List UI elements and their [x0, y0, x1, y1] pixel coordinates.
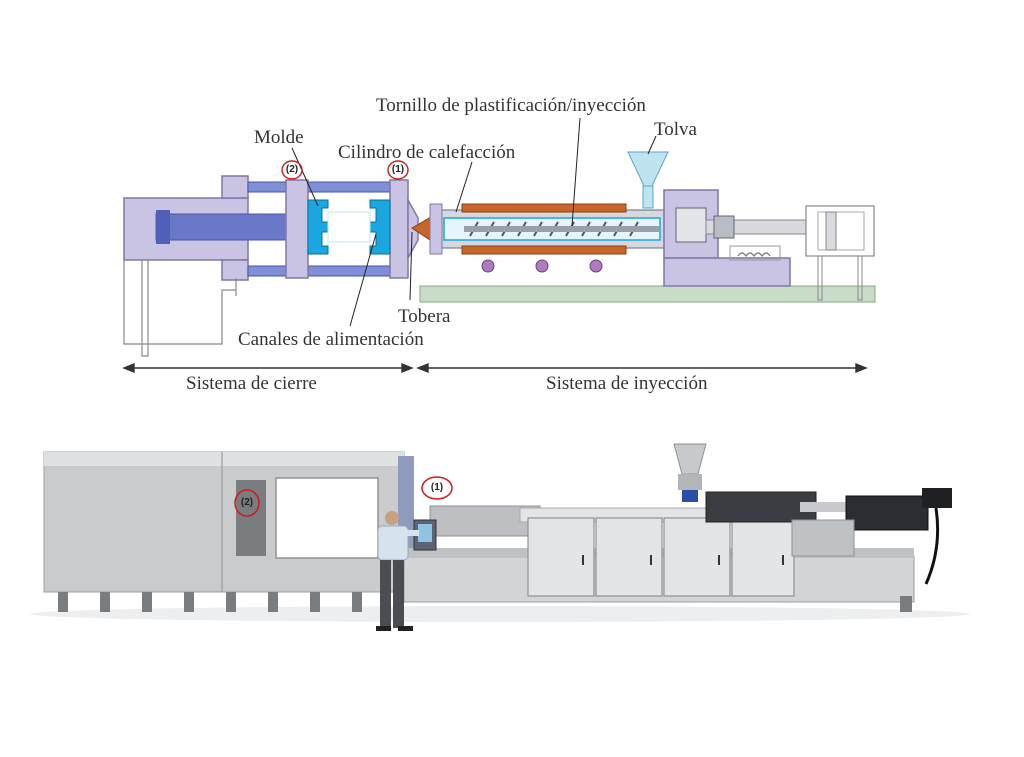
leader-hopper — [647, 135, 657, 155]
photo-marker-2: (2) — [240, 497, 254, 508]
hopper — [627, 151, 669, 187]
mold-half-moving — [307, 199, 329, 255]
clamp-cylinder-cap — [221, 175, 249, 199]
injection-base-rail — [419, 285, 876, 303]
screw-shaft — [464, 226, 660, 232]
photo-motor-end — [922, 488, 952, 508]
barrel-flange — [429, 203, 443, 255]
hopper-throat — [642, 185, 654, 209]
floor-shadow — [30, 606, 970, 622]
clamp-piston-rod — [155, 213, 287, 241]
label-heating-cylinder: Cilindro de calefacción — [338, 142, 516, 163]
drive-spring — [737, 252, 771, 258]
machine-feet — [58, 592, 362, 612]
label-runners: Canales de alimentación — [238, 329, 424, 350]
photo-hopper — [673, 443, 707, 475]
photo-marker-1-circle — [421, 476, 453, 500]
label-hopper: Tolva — [654, 119, 697, 140]
label-nozzle: Tobera — [398, 306, 451, 327]
leader-screw — [571, 117, 581, 227]
spring-box — [729, 245, 781, 261]
safety-window — [275, 477, 379, 559]
clamp-piston-head — [156, 210, 170, 244]
leader-runners — [349, 233, 377, 327]
clamp-cylinder-bottom — [221, 259, 249, 281]
heater-band-top — [461, 203, 627, 213]
photo-motor — [845, 495, 929, 531]
schematic-marker-1: (1) — [391, 164, 405, 175]
schematic-marker-2: (2) — [285, 164, 299, 175]
injection-cylinder — [805, 205, 875, 257]
injection-piston — [825, 211, 837, 251]
base-foot-right — [900, 596, 912, 612]
operator-figure — [376, 511, 419, 631]
tie-bar-bottom — [247, 265, 409, 277]
label-clamping-system: Sistema de cierre — [186, 373, 317, 394]
heater-terminals — [481, 259, 603, 273]
drive-pedestal — [663, 257, 791, 287]
leader-heating — [455, 161, 473, 213]
heater-band-bottom — [461, 245, 627, 255]
control-screen — [418, 524, 432, 542]
schematic-marker-2-circle — [281, 160, 303, 180]
injection-support-2 — [857, 256, 863, 301]
clamp-enclosure-top — [44, 452, 404, 466]
leader-mold — [291, 147, 319, 207]
injection-dimension-arrow — [416, 362, 868, 374]
mold-cavity — [327, 211, 371, 243]
fixed-platen — [389, 179, 409, 279]
photo-marker-1: (1) — [430, 482, 444, 493]
cabinet-handles — [582, 555, 784, 565]
cabinet-doors — [527, 517, 795, 597]
leader-nozzle — [409, 231, 413, 301]
photo-drive — [705, 491, 817, 523]
photo-hopper-valve — [682, 490, 698, 502]
drive-gear — [675, 207, 707, 243]
label-injection-system: Sistema de inyección — [546, 373, 708, 394]
schematic-marker-1-circle — [387, 160, 409, 180]
clamp-support-frame — [123, 260, 236, 345]
tie-bar-top — [247, 181, 409, 193]
enclosure-door-dark — [236, 480, 266, 556]
label-screw: Tornillo de plastificación/inyección — [376, 95, 646, 116]
drive-coupling — [713, 215, 735, 239]
clamp-support-left — [141, 260, 149, 357]
clamping-dimension-arrow — [122, 362, 414, 374]
photo-drive-rails — [800, 502, 860, 512]
photo-hopper-body — [678, 474, 702, 490]
photo-marker-2-circle — [234, 489, 260, 517]
photo-injection-stand — [791, 519, 855, 557]
injection-cylinder-inner — [817, 211, 865, 251]
injection-support — [817, 256, 823, 301]
label-mold: Molde — [254, 127, 304, 148]
moving-platen — [285, 179, 309, 279]
photo-cable — [924, 507, 940, 585]
